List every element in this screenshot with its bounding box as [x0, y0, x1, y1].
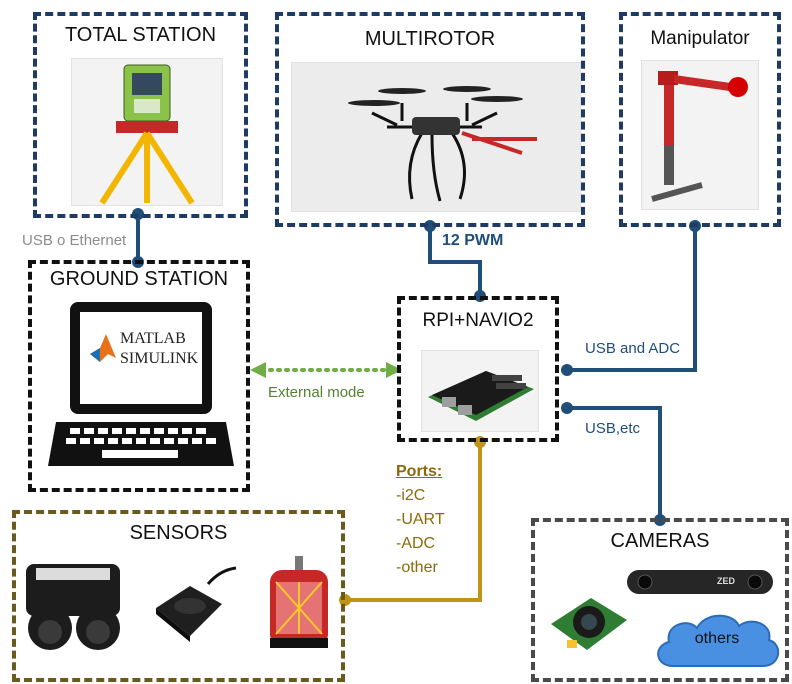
external-mode-arrow-right: [386, 362, 402, 378]
prism-reflector-image: [264, 556, 334, 656]
others-cloud-icon: others: [649, 606, 785, 676]
rpi-navio2-box: RPI+NAVIO2: [397, 296, 559, 442]
gps-antenna-image: [150, 566, 240, 646]
sensors-title: SENSORS: [129, 522, 228, 544]
rpi-board-image: [421, 350, 539, 432]
ports-list: Ports: -i2C -UART -ADC -other: [396, 460, 445, 580]
port-item: -UART: [396, 511, 445, 528]
ground-station-title: GROUND STATION: [49, 268, 229, 290]
matlab-text: MATLAB: [120, 330, 186, 347]
multirotor-box: MULTIROTOR: [275, 12, 585, 227]
manipulator-box: Manipulator: [619, 12, 781, 227]
manipulator-image: [641, 60, 759, 210]
multirotor-title: MULTIROTOR: [364, 28, 496, 50]
external-mode-label: External mode: [268, 384, 365, 401]
manipulator-title: Manipulator: [650, 28, 750, 49]
port-item: -i2C: [396, 487, 426, 504]
camera-module-image: [547, 580, 631, 664]
port-item: -ADC: [396, 535, 436, 552]
usb-ethernet-label: USB o Ethernet: [22, 232, 127, 249]
port-item: -other: [396, 559, 438, 576]
laser-rangefinder-image: [22, 556, 126, 656]
dot-rpi-usb-etc: [561, 402, 573, 414]
cameras-box: CAMERAS ZED others: [531, 518, 789, 682]
stereo-camera-image: ZED: [625, 568, 775, 596]
external-mode-arrow-left: [250, 362, 266, 378]
sensors-box: SENSORS: [12, 510, 345, 682]
usb-adc-label: USB and ADC: [585, 340, 681, 357]
usb-etc-label: USB,etc: [585, 420, 641, 437]
pwm-label: 12 PWM: [442, 232, 504, 249]
pwm-line: [428, 226, 482, 296]
cameras-title: CAMERAS: [610, 530, 710, 552]
others-label: others: [694, 630, 740, 647]
matlab-simulink-logo: MATLAB SIMULINK: [90, 324, 200, 378]
total-station-box: TOTAL STATION: [33, 12, 248, 218]
zed-logo: ZED: [717, 576, 735, 586]
total-station-title: TOTAL STATION: [64, 24, 217, 46]
simulink-text: SIMULINK: [120, 350, 199, 367]
ports-title: Ports:: [396, 463, 443, 480]
dot-rpi-usb-adc: [561, 364, 573, 376]
rpi-navio2-title: RPI+NAVIO2: [422, 310, 534, 331]
matlab-membrane-icon: [90, 334, 116, 362]
multirotor-image: [291, 62, 581, 212]
ground-station-box: GROUND STATION MATLAB SIMULINK: [28, 260, 250, 492]
ports-line: [345, 442, 482, 602]
total-station-image: [71, 58, 223, 206]
usb-adc-line: [567, 226, 697, 372]
usb-etc-line: [567, 406, 662, 520]
